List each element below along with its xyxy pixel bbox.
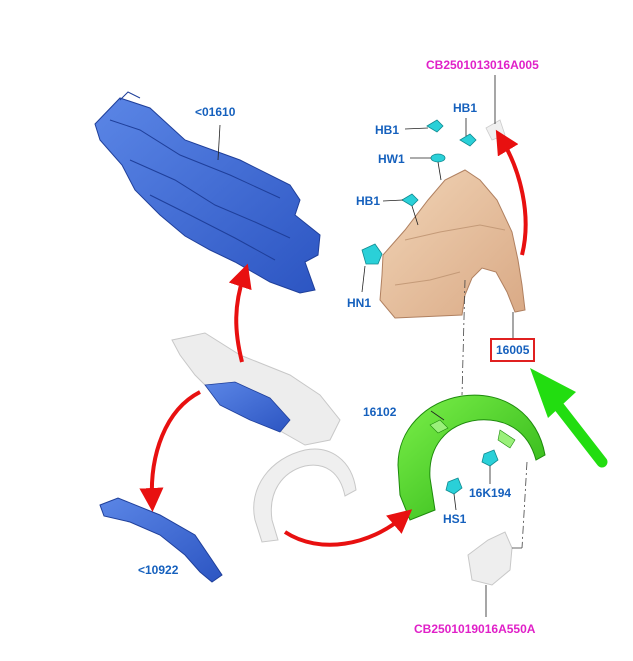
part-label-16k194[interactable]: 16K194 (469, 486, 512, 500)
reference-label-top[interactable]: CB2501013016A005 (426, 58, 539, 72)
fastener-label-hb1-left[interactable]: HB1 (375, 123, 400, 137)
fastener-16k194 (481, 449, 499, 484)
part-label-16005[interactable]: 16005 (490, 338, 536, 362)
pointer-arrow-icon (530, 368, 608, 468)
part-label-16102[interactable]: 16102 (363, 405, 397, 419)
leader-line (430, 410, 445, 421)
fastener-hb1-mid (382, 193, 419, 226)
alignment-line (461, 279, 466, 396)
part-label-10922[interactable]: <10922 (138, 563, 179, 577)
bracket-part (485, 119, 506, 141)
fastener-label-hb1-mid[interactable]: HB1 (356, 194, 381, 208)
alignment-line (521, 461, 528, 549)
wheel-liner-part (397, 394, 546, 521)
fender-part (379, 169, 526, 319)
dash-panel-part (94, 91, 321, 294)
mud-flap-part (467, 531, 513, 586)
reference-label-bottom[interactable]: CB2501019016A550A (414, 622, 536, 636)
fastener-hs1 (445, 477, 463, 511)
fastener-label-hs1[interactable]: HS1 (443, 512, 467, 526)
crossmember-part (99, 497, 223, 583)
fastener-hb1-left (404, 119, 444, 133)
fastener-hw1 (410, 153, 446, 181)
curved-arrow-icon (139, 390, 201, 512)
part-label-01610[interactable]: <01610 (195, 105, 236, 119)
ghost-assembly (171, 332, 341, 446)
curved-arrow-icon (283, 509, 413, 547)
fastener-hb1-top (459, 118, 477, 147)
leader-line (217, 124, 221, 161)
ghost-wheel-liner (253, 448, 357, 543)
curved-arrow-icon (495, 129, 528, 256)
fastener-hn1 (361, 243, 383, 293)
fastener-label-hn1[interactable]: HN1 (347, 296, 372, 310)
fastener-label-hw1[interactable]: HW1 (378, 152, 405, 166)
curved-arrow-icon (228, 263, 252, 363)
fastener-label-hb1-top[interactable]: HB1 (453, 101, 478, 115)
